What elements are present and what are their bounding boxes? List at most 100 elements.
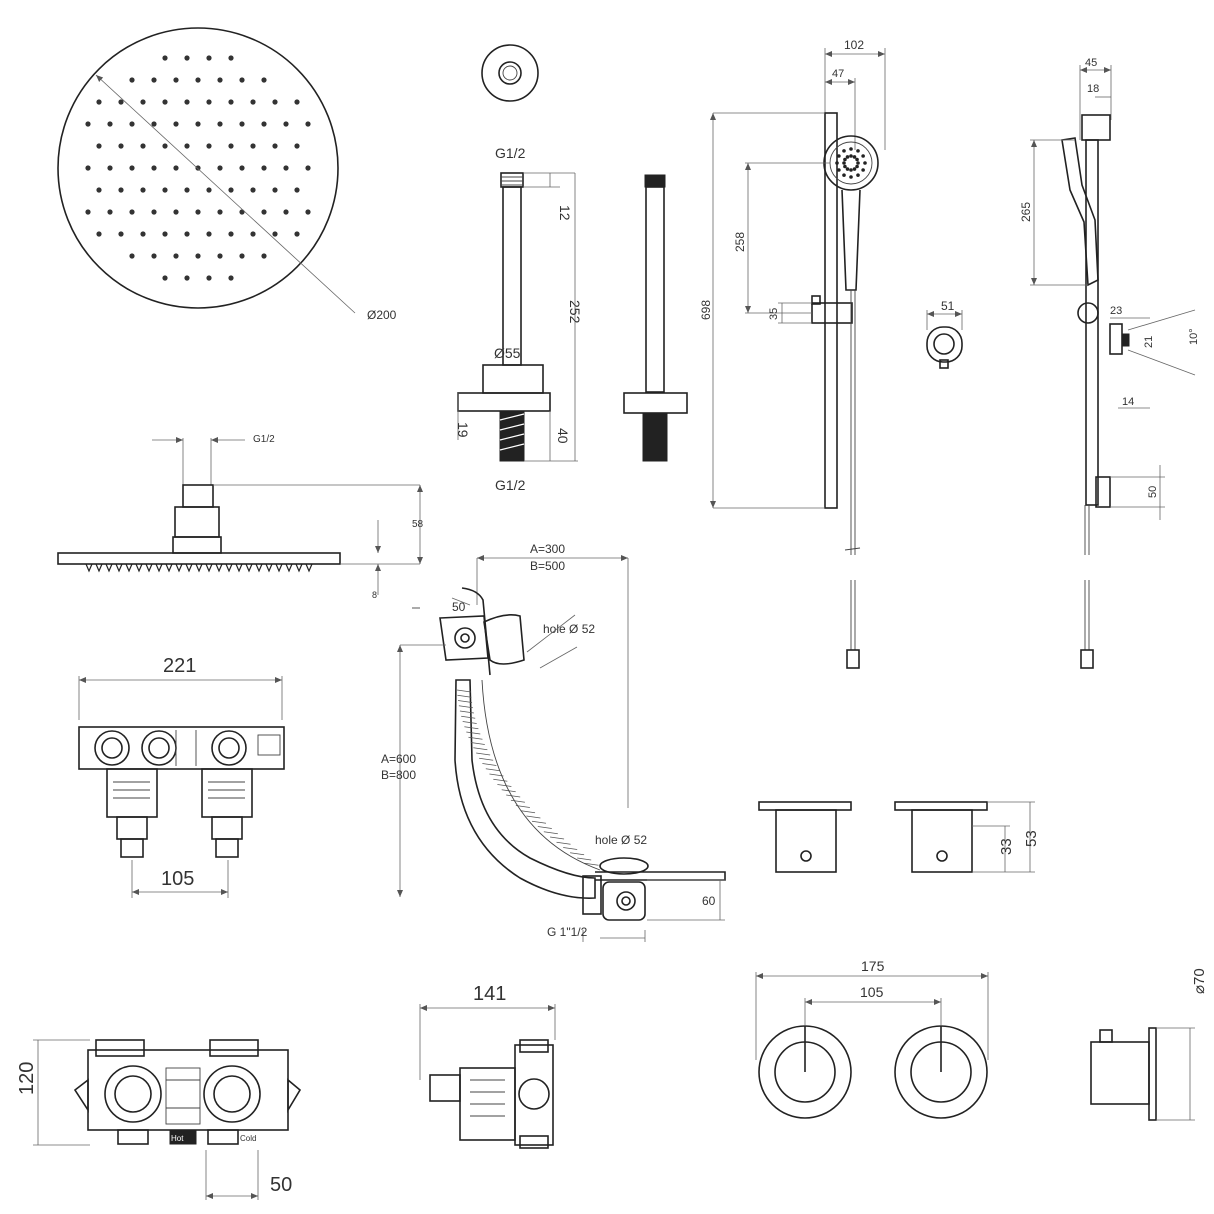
nozzle bbox=[305, 209, 311, 215]
handset-nozzle bbox=[843, 164, 847, 169]
nozzle bbox=[294, 231, 300, 237]
nozzle-tooth bbox=[295, 563, 303, 573]
head-diameter-label: Ø200 bbox=[367, 308, 397, 322]
nozzle bbox=[217, 253, 223, 259]
nozzle bbox=[129, 165, 135, 171]
nozzle bbox=[162, 55, 168, 61]
nozzle bbox=[261, 253, 267, 259]
shower-head-side-view: G1/2 58 8 bbox=[57, 434, 424, 600]
nozzle bbox=[294, 99, 300, 105]
bath-b-label: B=500 bbox=[530, 559, 565, 573]
nozzle bbox=[206, 231, 212, 237]
nozzle-tooth bbox=[95, 563, 103, 573]
nozzle bbox=[107, 121, 113, 127]
side-angle-label: 10° bbox=[1188, 328, 1200, 345]
nozzle bbox=[162, 99, 168, 105]
rail-height-label: 698 bbox=[699, 300, 713, 320]
nozzle bbox=[283, 209, 289, 215]
nozzle bbox=[217, 209, 223, 215]
nozzle bbox=[118, 143, 124, 149]
nozzle bbox=[184, 99, 190, 105]
slide-rail-front: 102 47 698 258 35 bbox=[699, 38, 886, 669]
hose-rib bbox=[473, 747, 488, 751]
nozzle-tooth bbox=[105, 563, 113, 573]
hose-rib bbox=[506, 794, 521, 798]
handset-nozzle bbox=[842, 161, 846, 165]
hose-rib bbox=[526, 815, 541, 819]
nozzle bbox=[96, 99, 102, 105]
hose-rib bbox=[570, 852, 585, 856]
nozzle bbox=[173, 209, 179, 215]
nozzle bbox=[173, 121, 179, 127]
handset-nozzle bbox=[837, 154, 841, 158]
nozzle bbox=[272, 99, 278, 105]
nozzle bbox=[151, 209, 157, 215]
elbow-width-label: 51 bbox=[941, 299, 955, 313]
nozzle bbox=[206, 275, 212, 281]
handset-nozzle bbox=[842, 173, 846, 177]
nozzle bbox=[140, 143, 146, 149]
arm-top-thread-len-label: 12 bbox=[557, 205, 573, 221]
hose-rib bbox=[489, 773, 504, 777]
nozzle bbox=[228, 143, 234, 149]
handset-nozzle bbox=[849, 147, 853, 151]
nozzle bbox=[151, 165, 157, 171]
head-nozzle-teeth bbox=[85, 563, 313, 573]
nozzle bbox=[173, 253, 179, 259]
handset-nozzle bbox=[849, 175, 853, 179]
nozzle bbox=[162, 187, 168, 193]
arm-thread-bottom-label: G1/2 bbox=[495, 477, 526, 493]
nozzle bbox=[151, 253, 157, 259]
handle-h-inner-label: 33 bbox=[998, 838, 1015, 855]
nozzle bbox=[96, 231, 102, 237]
cover-plates-front: 175 105 bbox=[755, 958, 989, 1119]
handset-nozzle bbox=[863, 161, 867, 165]
hose-rib bbox=[556, 841, 571, 845]
box-offset-label: 50 bbox=[270, 1174, 292, 1196]
bath-flange-label: 50 bbox=[452, 600, 466, 614]
hose-rib bbox=[479, 757, 494, 761]
nozzle bbox=[250, 231, 256, 237]
handset-nozzles bbox=[835, 147, 867, 179]
side-bottom-label: 50 bbox=[1147, 486, 1159, 498]
handset-nozzle bbox=[852, 155, 857, 159]
hose-rib bbox=[537, 826, 552, 829]
nozzle bbox=[228, 231, 234, 237]
nozzle-tooth bbox=[255, 563, 263, 573]
nozzle bbox=[261, 165, 267, 171]
head-thread-label: G1/2 bbox=[253, 434, 275, 445]
arm-flange-h-label: 19 bbox=[455, 422, 471, 438]
nozzle bbox=[305, 165, 311, 171]
hose-rib bbox=[520, 810, 536, 814]
nozzle bbox=[162, 231, 168, 237]
nozzle bbox=[217, 165, 223, 171]
handset-nozzle bbox=[861, 154, 865, 158]
nozzle bbox=[184, 187, 190, 193]
bath-hole-bottom-label: hole Ø 52 bbox=[595, 833, 647, 847]
hose-rib bbox=[456, 689, 472, 693]
handset-nozzle bbox=[845, 167, 850, 171]
wall-elbow: 51 bbox=[926, 299, 963, 369]
hose-rib bbox=[550, 836, 565, 840]
hose-rib bbox=[461, 715, 476, 719]
nozzle bbox=[195, 77, 201, 83]
hose-rib bbox=[563, 847, 578, 850]
valve-body-front: 221 105 bbox=[78, 655, 285, 898]
nozzle bbox=[96, 187, 102, 193]
nozzle bbox=[239, 77, 245, 83]
nozzle bbox=[129, 77, 135, 83]
shower-head-top-view: Ø200 bbox=[57, 27, 397, 322]
handset-nozzle bbox=[843, 157, 847, 162]
nozzle bbox=[140, 187, 146, 193]
handset-nozzle bbox=[849, 154, 853, 158]
nozzle bbox=[206, 187, 212, 193]
nozzle bbox=[228, 187, 234, 193]
nozzle bbox=[283, 165, 289, 171]
nozzle bbox=[129, 253, 135, 259]
hose-rib bbox=[584, 862, 599, 866]
nozzle-tooth bbox=[85, 563, 93, 573]
nozzle bbox=[107, 165, 113, 171]
handset-nozzle bbox=[835, 161, 839, 165]
nozzle-tooth bbox=[155, 563, 163, 573]
nozzle bbox=[239, 121, 245, 127]
